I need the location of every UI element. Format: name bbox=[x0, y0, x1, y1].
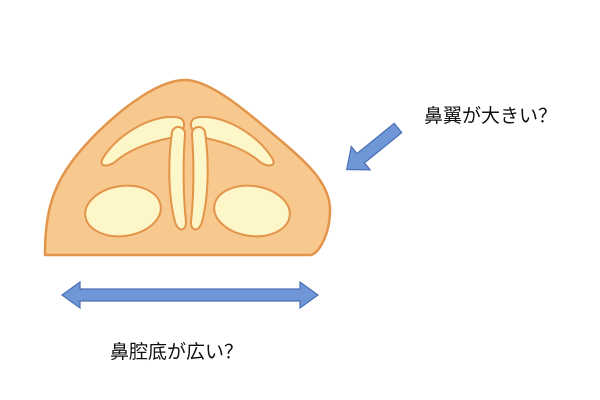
width-double-arrow bbox=[60, 280, 320, 310]
left-columella-strip bbox=[168, 126, 188, 231]
left-upper-alar-shape bbox=[100, 115, 186, 167]
nose-outline bbox=[43, 78, 332, 257]
pointer-arrow bbox=[345, 122, 403, 171]
right-columella-strip bbox=[189, 126, 209, 231]
right-nostril bbox=[213, 184, 291, 238]
nasal-floor-label: 鼻腔底が広い？ bbox=[110, 341, 243, 363]
nostril-wing-label: 鼻翼が大きい？ bbox=[424, 105, 557, 127]
left-nostril bbox=[84, 184, 162, 238]
